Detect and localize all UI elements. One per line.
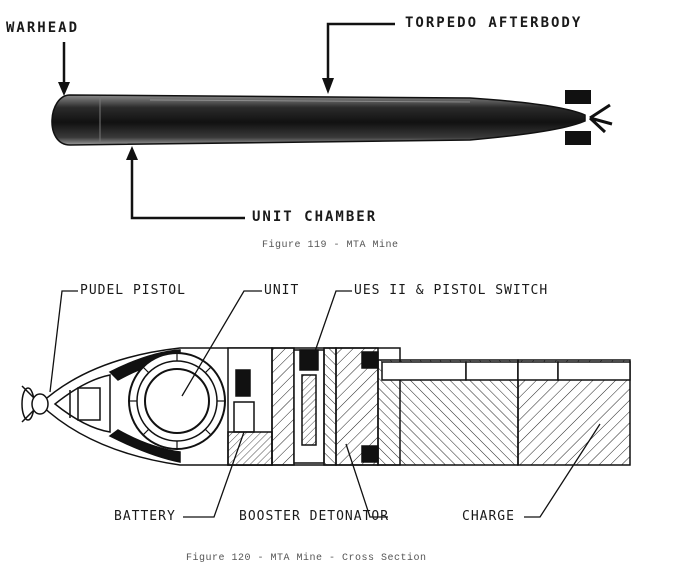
label-warhead: WARHEAD <box>6 20 80 36</box>
label-unit: UNIT <box>264 283 300 298</box>
label-booster-detonator: BOOSTER DETONATOR <box>239 509 390 524</box>
label-unit-chamber: UNIT CHAMBER <box>252 209 378 225</box>
figure-120-caption: Figure 120 - MTA Mine - Cross Section <box>186 553 427 564</box>
label-ues-pistol-switch: UES II & PISTOL SWITCH <box>354 283 549 298</box>
torpedo-photo <box>51 90 613 146</box>
label-pudel-pistol: PUDEL PISTOL <box>80 283 186 298</box>
cross-section-leaders <box>49 290 601 518</box>
label-battery: BATTERY <box>114 509 176 524</box>
figure-119-caption: Figure 119 - MTA Mine <box>262 240 399 251</box>
afterbody-leader <box>326 22 395 86</box>
mine-cross-section <box>21 347 631 466</box>
label-charge: CHARGE <box>462 509 515 524</box>
label-torpedo-afterbody: TORPEDO AFTERBODY <box>405 15 583 31</box>
unit-chamber-leader <box>130 150 245 220</box>
